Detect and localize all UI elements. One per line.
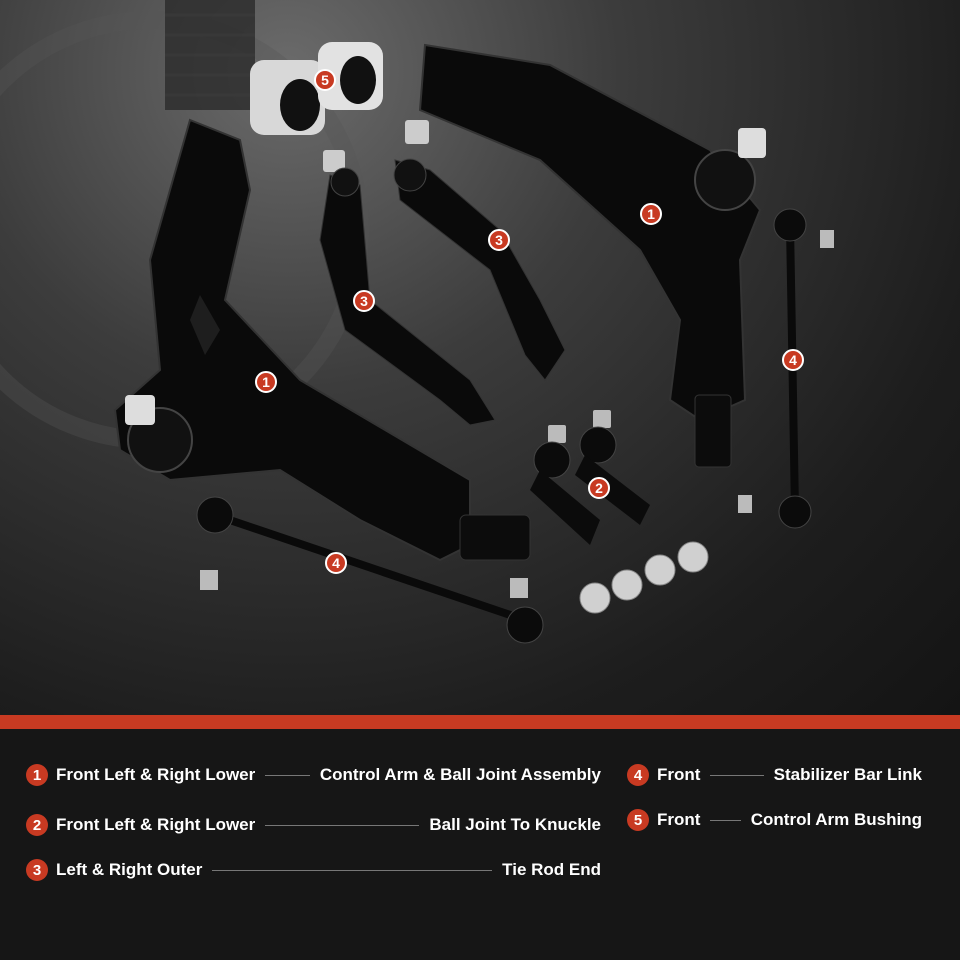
marker-1: 1	[255, 371, 277, 393]
legend-item-1-left: Front Left & Right Lower	[56, 765, 256, 784]
tie-rod-end-left	[319, 150, 496, 426]
leader-line	[265, 824, 420, 826]
right-control-arm	[418, 43, 766, 468]
leader-line	[212, 869, 493, 871]
parts-photo: 5 1 3 3 1 4 2 4	[0, 0, 960, 715]
stabilizer-link-lower	[211, 511, 529, 624]
legend-item-1: 1 Front Left & Right Lower Control Arm &…	[26, 764, 601, 786]
marker-1: 1	[640, 203, 662, 225]
legend-item-2: 2 Front Left & Right Lower Ball Joint To…	[26, 814, 601, 836]
tie-rod-end-right	[393, 120, 566, 381]
legend-item-4: 4 Front Stabilizer Bar Link	[627, 764, 922, 786]
leader-line	[265, 774, 310, 776]
parts-legend: 1 Front Left & Right Lower Control Arm &…	[0, 729, 960, 960]
leader-line	[710, 819, 741, 821]
marker-3: 3	[488, 229, 510, 251]
legend-item-2-left: Front Left & Right Lower	[56, 815, 256, 834]
marker-4: 4	[782, 349, 804, 371]
legend-item-3-right: Tie Rod End	[502, 860, 601, 879]
legend-item-5-right: Control Arm Bushing	[750, 810, 922, 829]
accent-divider	[0, 715, 960, 729]
left-control-arm	[113, 118, 531, 562]
badge-5: 5	[627, 809, 649, 831]
legend-item-4-left: Front	[657, 765, 701, 784]
legend-item-3: 3 Left & Right Outer Tie Rod End	[26, 859, 601, 881]
lock-nuts	[579, 541, 709, 614]
legend-item-5: 5 Front Control Arm Bushing	[627, 809, 922, 831]
marker-3: 3	[353, 290, 375, 312]
badge-2: 2	[26, 814, 48, 836]
marker-4: 4	[325, 552, 347, 574]
bushing-pair	[250, 42, 383, 135]
badge-1: 1	[26, 764, 48, 786]
marker-2: 2	[588, 477, 610, 499]
legend-item-3-left: Left & Right Outer	[56, 860, 203, 879]
legend-item-5-left: Front	[657, 810, 701, 829]
badge-4: 4	[627, 764, 649, 786]
leader-line	[710, 774, 764, 776]
legend-item-4-right: Stabilizer Bar Link	[773, 765, 922, 784]
legend-item-2-right: Ball Joint To Knuckle	[429, 815, 601, 834]
badge-3: 3	[26, 859, 48, 881]
legend-item-1-right: Control Arm & Ball Joint Assembly	[319, 765, 601, 784]
parts-illustration	[0, 0, 834, 644]
ball-joints	[530, 410, 650, 545]
marker-5: 5	[314, 69, 336, 91]
